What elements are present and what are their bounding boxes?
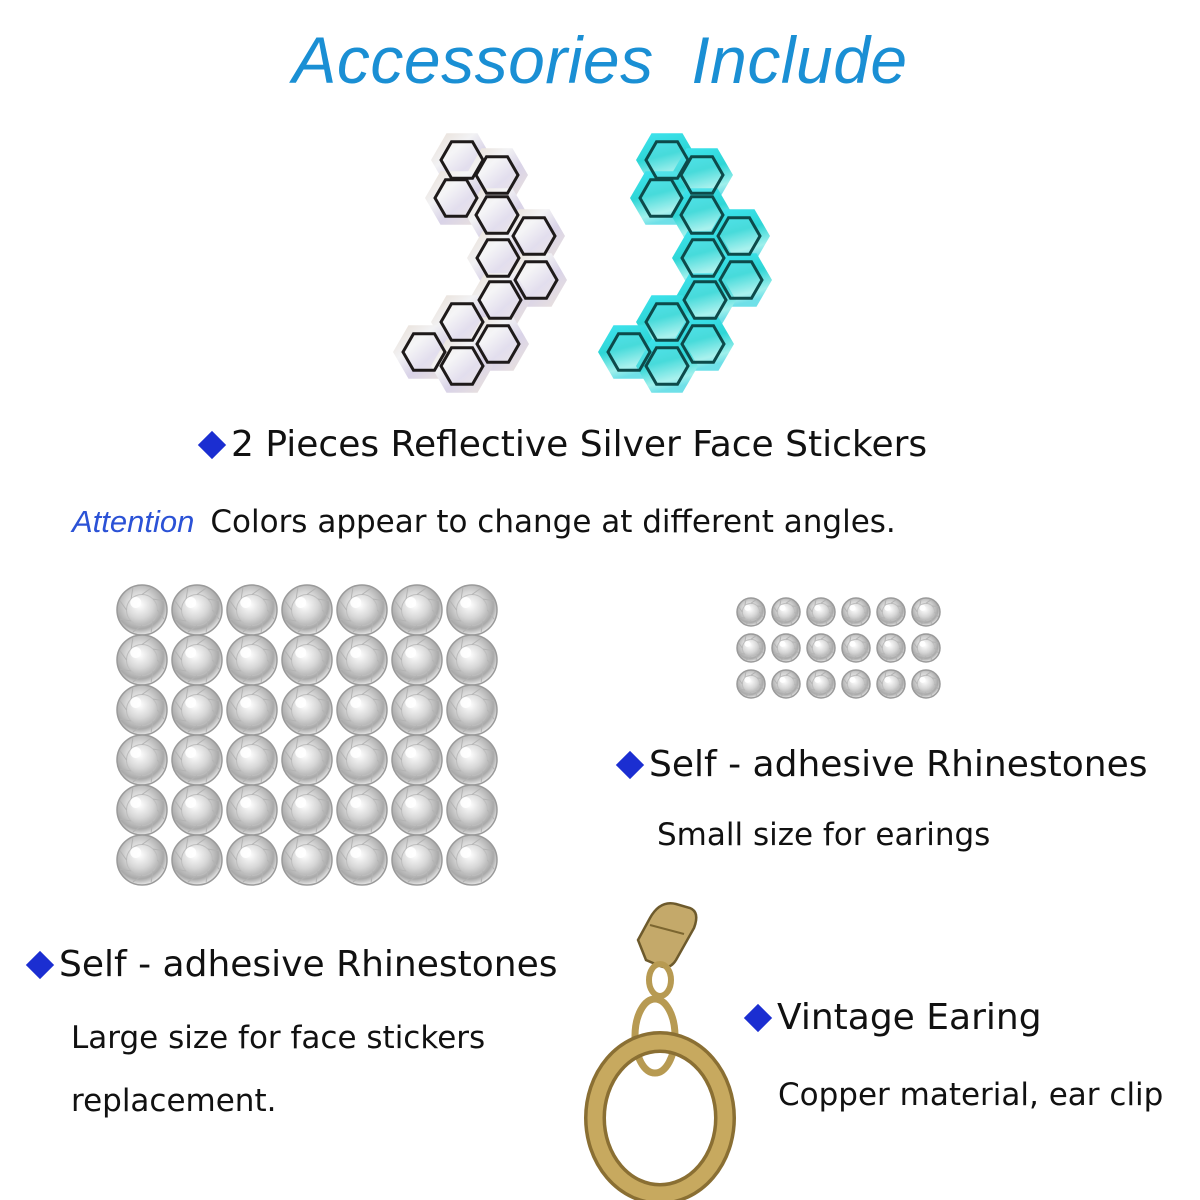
diamond-bullet-icon — [197, 430, 227, 459]
diamond-bullet-icon — [615, 750, 645, 779]
small-rhinestones-heading-text: Self - adhesive Rhinestones — [649, 744, 1148, 785]
hexagon-icon — [638, 178, 684, 218]
large-rhinestones-heading-text: Self - adhesive Rhinestones — [59, 944, 558, 985]
earring-description: Copper material, ear clip — [778, 1077, 1164, 1113]
page-title: Accessories Include — [292, 23, 908, 97]
attention-label: Attention — [72, 504, 195, 539]
hexagon-icon — [475, 238, 521, 278]
small-rhinestones-description: Small size for earings — [657, 817, 991, 853]
hexagon-icon — [474, 195, 520, 235]
hexagon-icon — [718, 260, 764, 300]
hexagon-icon — [439, 302, 485, 342]
hexagon-icon — [716, 216, 762, 256]
diamond-bullet-icon — [743, 1003, 773, 1032]
hexagon-icon — [439, 346, 485, 386]
earring-heading: Vintage Earing — [742, 997, 1042, 1038]
attention-note: Attention Colors appear to change at dif… — [72, 504, 896, 540]
hexagon-icon — [644, 346, 690, 386]
hexagon-icon — [433, 178, 479, 218]
hexagon-icon — [679, 155, 725, 195]
hexagon-icon — [682, 280, 728, 320]
hexagon-icon — [475, 324, 521, 364]
vintage-earring-image — [584, 902, 736, 1200]
small-rhinestones-heading: Self - adhesive Rhinestones — [614, 744, 1148, 785]
hexagon-icon — [439, 140, 485, 180]
earring-heading-text: Vintage Earing — [777, 997, 1042, 1038]
hexagon-icon — [680, 238, 726, 278]
hexagon-icon — [644, 302, 690, 342]
attention-text: Colors appear to change at different ang… — [210, 504, 896, 540]
hexagon-icon — [477, 280, 523, 320]
diamond-bullet-icon — [25, 950, 55, 979]
hexagon-icon — [606, 332, 652, 372]
silver-sticker-icon — [393, 133, 567, 393]
stickers-heading: 2 Pieces Reflective Silver Face Stickers — [196, 424, 927, 465]
hexagon-icon — [474, 155, 520, 195]
large-rhinestones-heading: Self - adhesive Rhinestones — [24, 944, 558, 985]
hexagon-icon — [513, 260, 559, 300]
hexagon-icon — [511, 216, 557, 256]
hexagon-icon — [679, 195, 725, 235]
large-rhinestones-description-line1: Large size for face stickers — [71, 1020, 486, 1056]
hexagon-icon — [644, 140, 690, 180]
large-rhinestones-description-line2: replacement. — [71, 1083, 277, 1119]
hexagon-icon — [680, 324, 726, 364]
teal-sticker-icon — [598, 133, 772, 393]
small-rhinestones-image — [736, 597, 941, 699]
stickers-heading-text: 2 Pieces Reflective Silver Face Stickers — [231, 424, 928, 465]
large-rhinestones-image — [116, 584, 498, 886]
hexagon-icon — [401, 332, 447, 372]
